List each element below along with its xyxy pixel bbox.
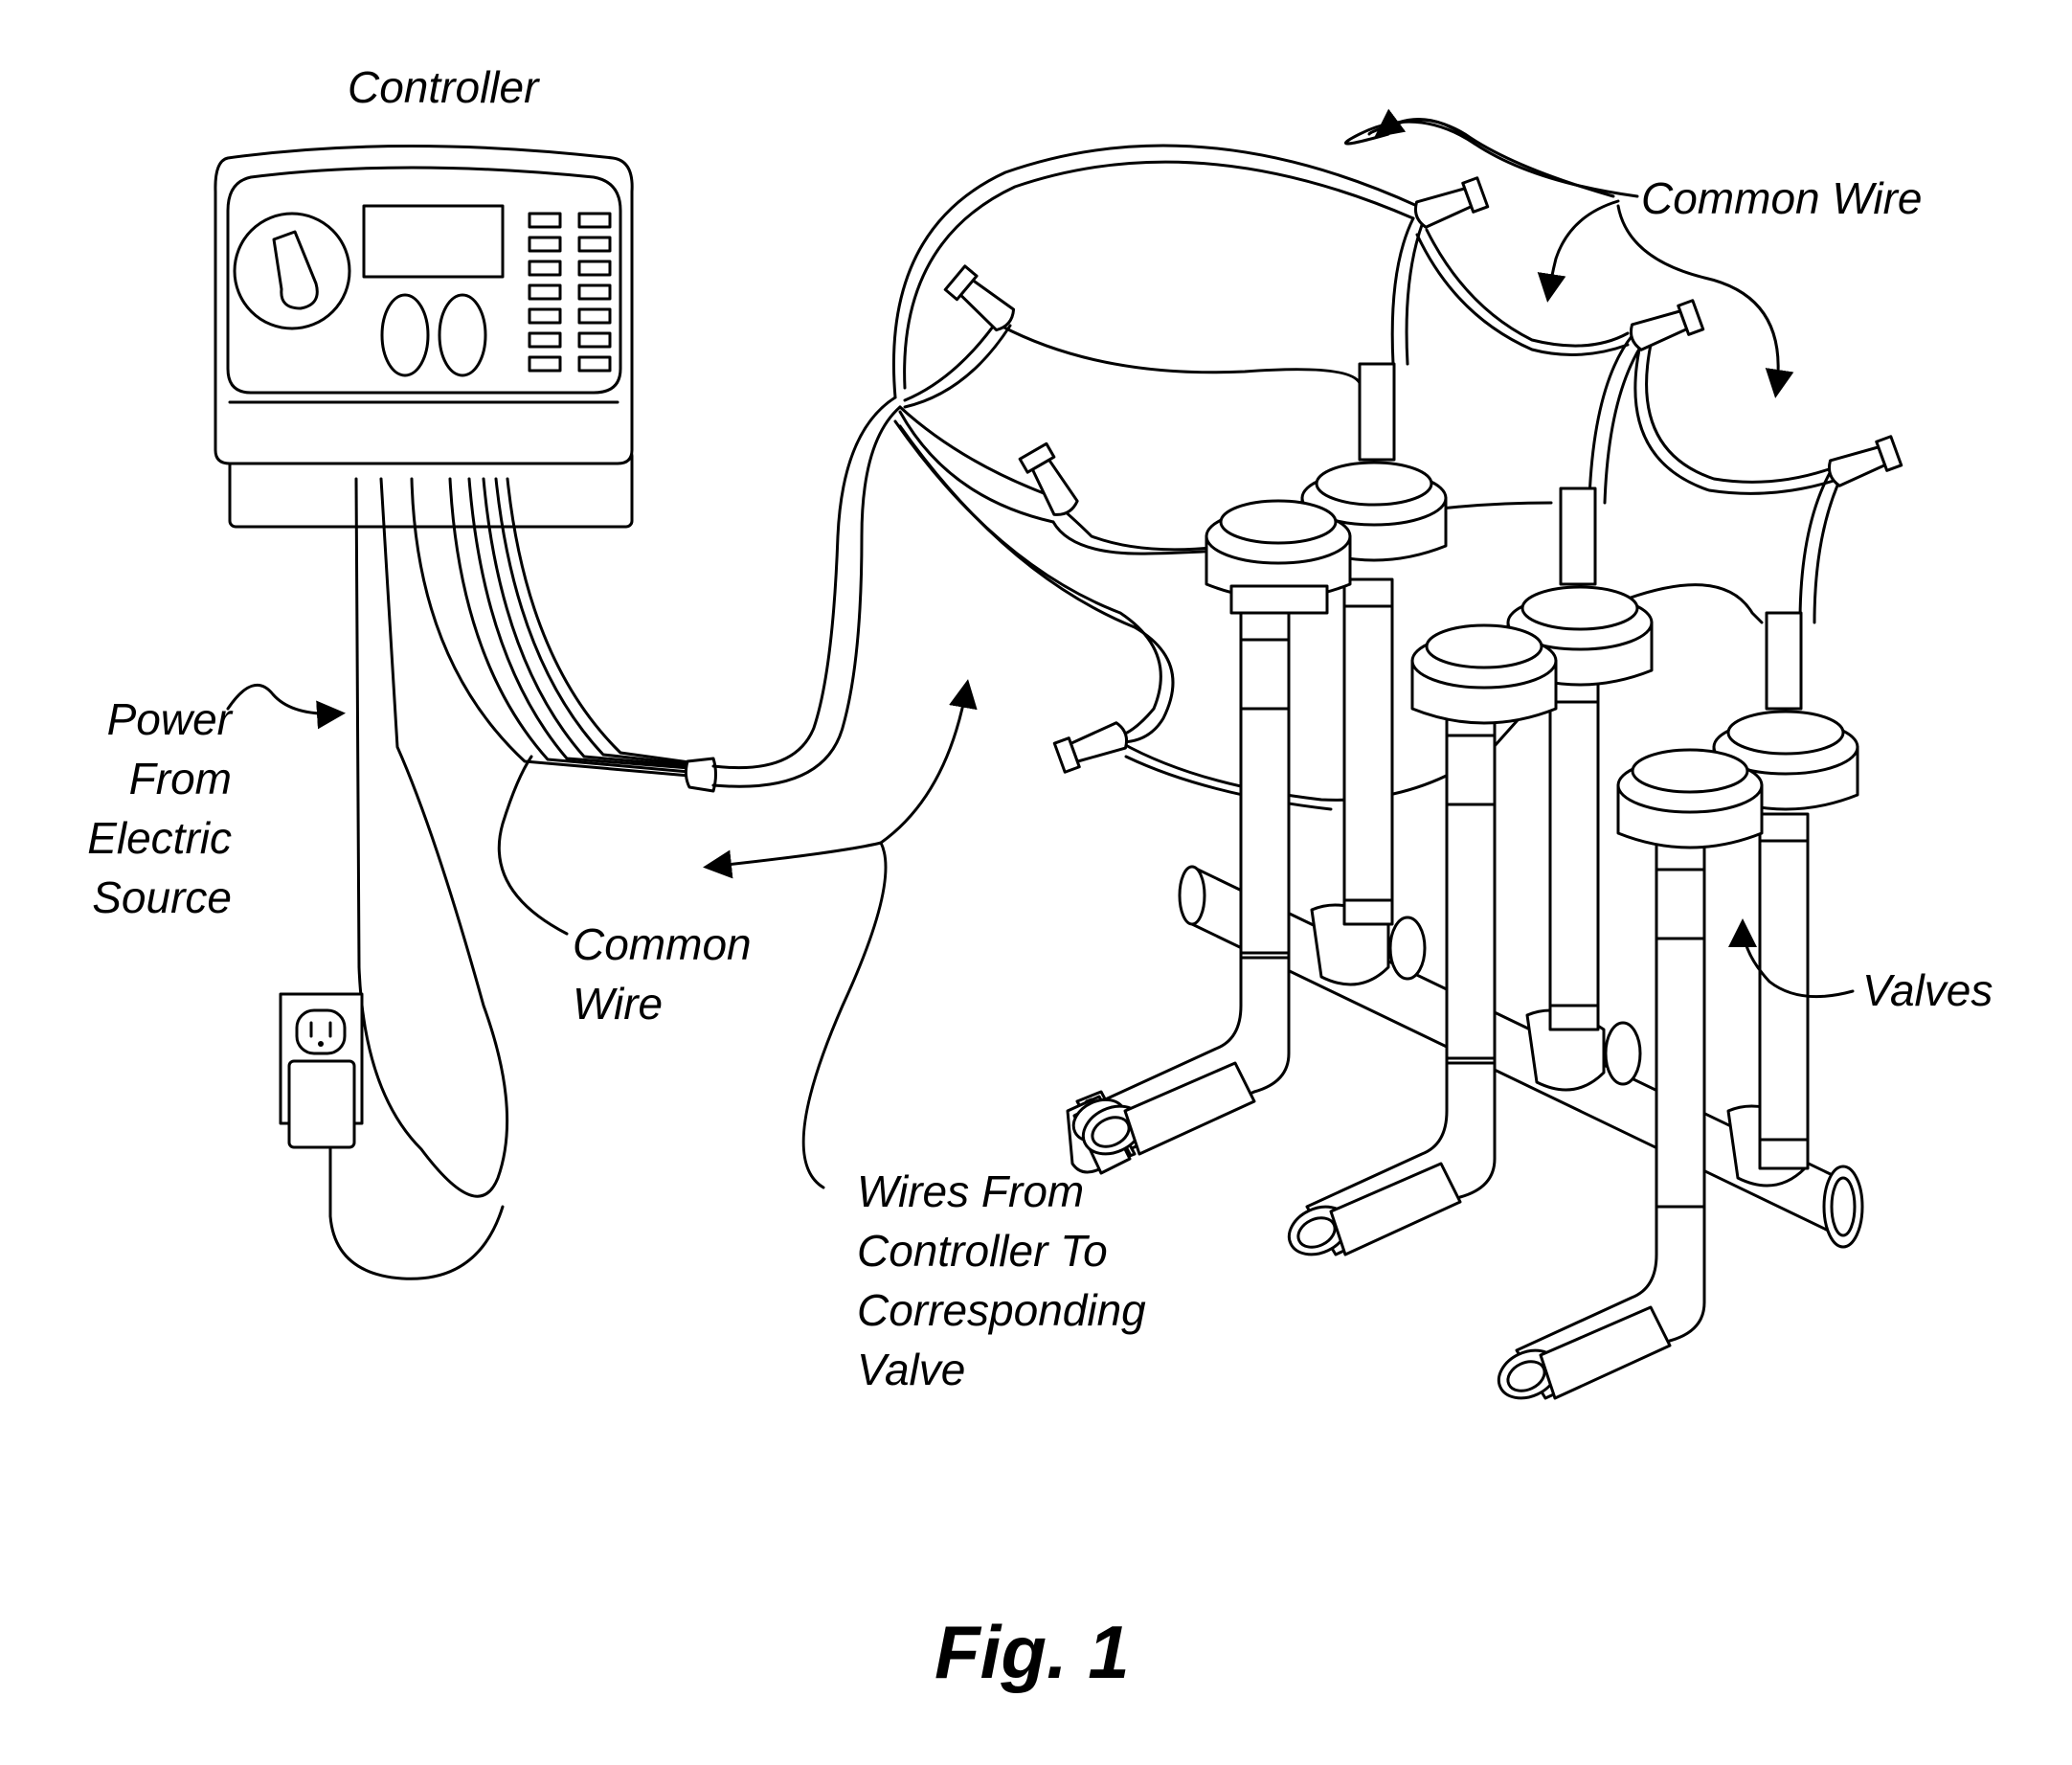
power-label-line: From <box>57 749 232 808</box>
wires-label-line: Corresponding <box>857 1280 1146 1340</box>
common-wire-label-line: Common <box>573 915 752 974</box>
controller-label: Controller <box>348 57 538 117</box>
common-wire-label-line: Wire <box>573 974 752 1033</box>
power-label: Power From Electric Source <box>57 690 232 927</box>
valves-label: Valves <box>1862 961 1993 1020</box>
power-cord <box>330 479 507 1278</box>
common-wire-label-upper: Common Wire <box>1641 169 1923 228</box>
controller-unit <box>215 147 632 528</box>
figure-caption: Fig. 1 <box>935 1609 1130 1696</box>
power-label-line: Power <box>57 690 232 749</box>
wires-label-line: Wires From <box>857 1162 1146 1221</box>
wires-label-line: Valve <box>857 1340 1146 1399</box>
valve-bodies <box>1206 463 1858 848</box>
power-label-line: Source <box>57 868 232 927</box>
outlet-elbows <box>1067 958 1704 1407</box>
wall-outlet-icon <box>281 994 362 1147</box>
valve-icon <box>1618 750 1762 848</box>
wires-label-line: Controller To <box>857 1221 1146 1280</box>
power-label-line: Electric <box>57 808 232 868</box>
wires-from-controller-label: Wires From Controller To Corresponding V… <box>857 1162 1146 1399</box>
valve-icon <box>1412 625 1556 723</box>
valve-icon <box>1206 501 1350 613</box>
common-wire-label-lower: Common Wire <box>573 915 752 1033</box>
